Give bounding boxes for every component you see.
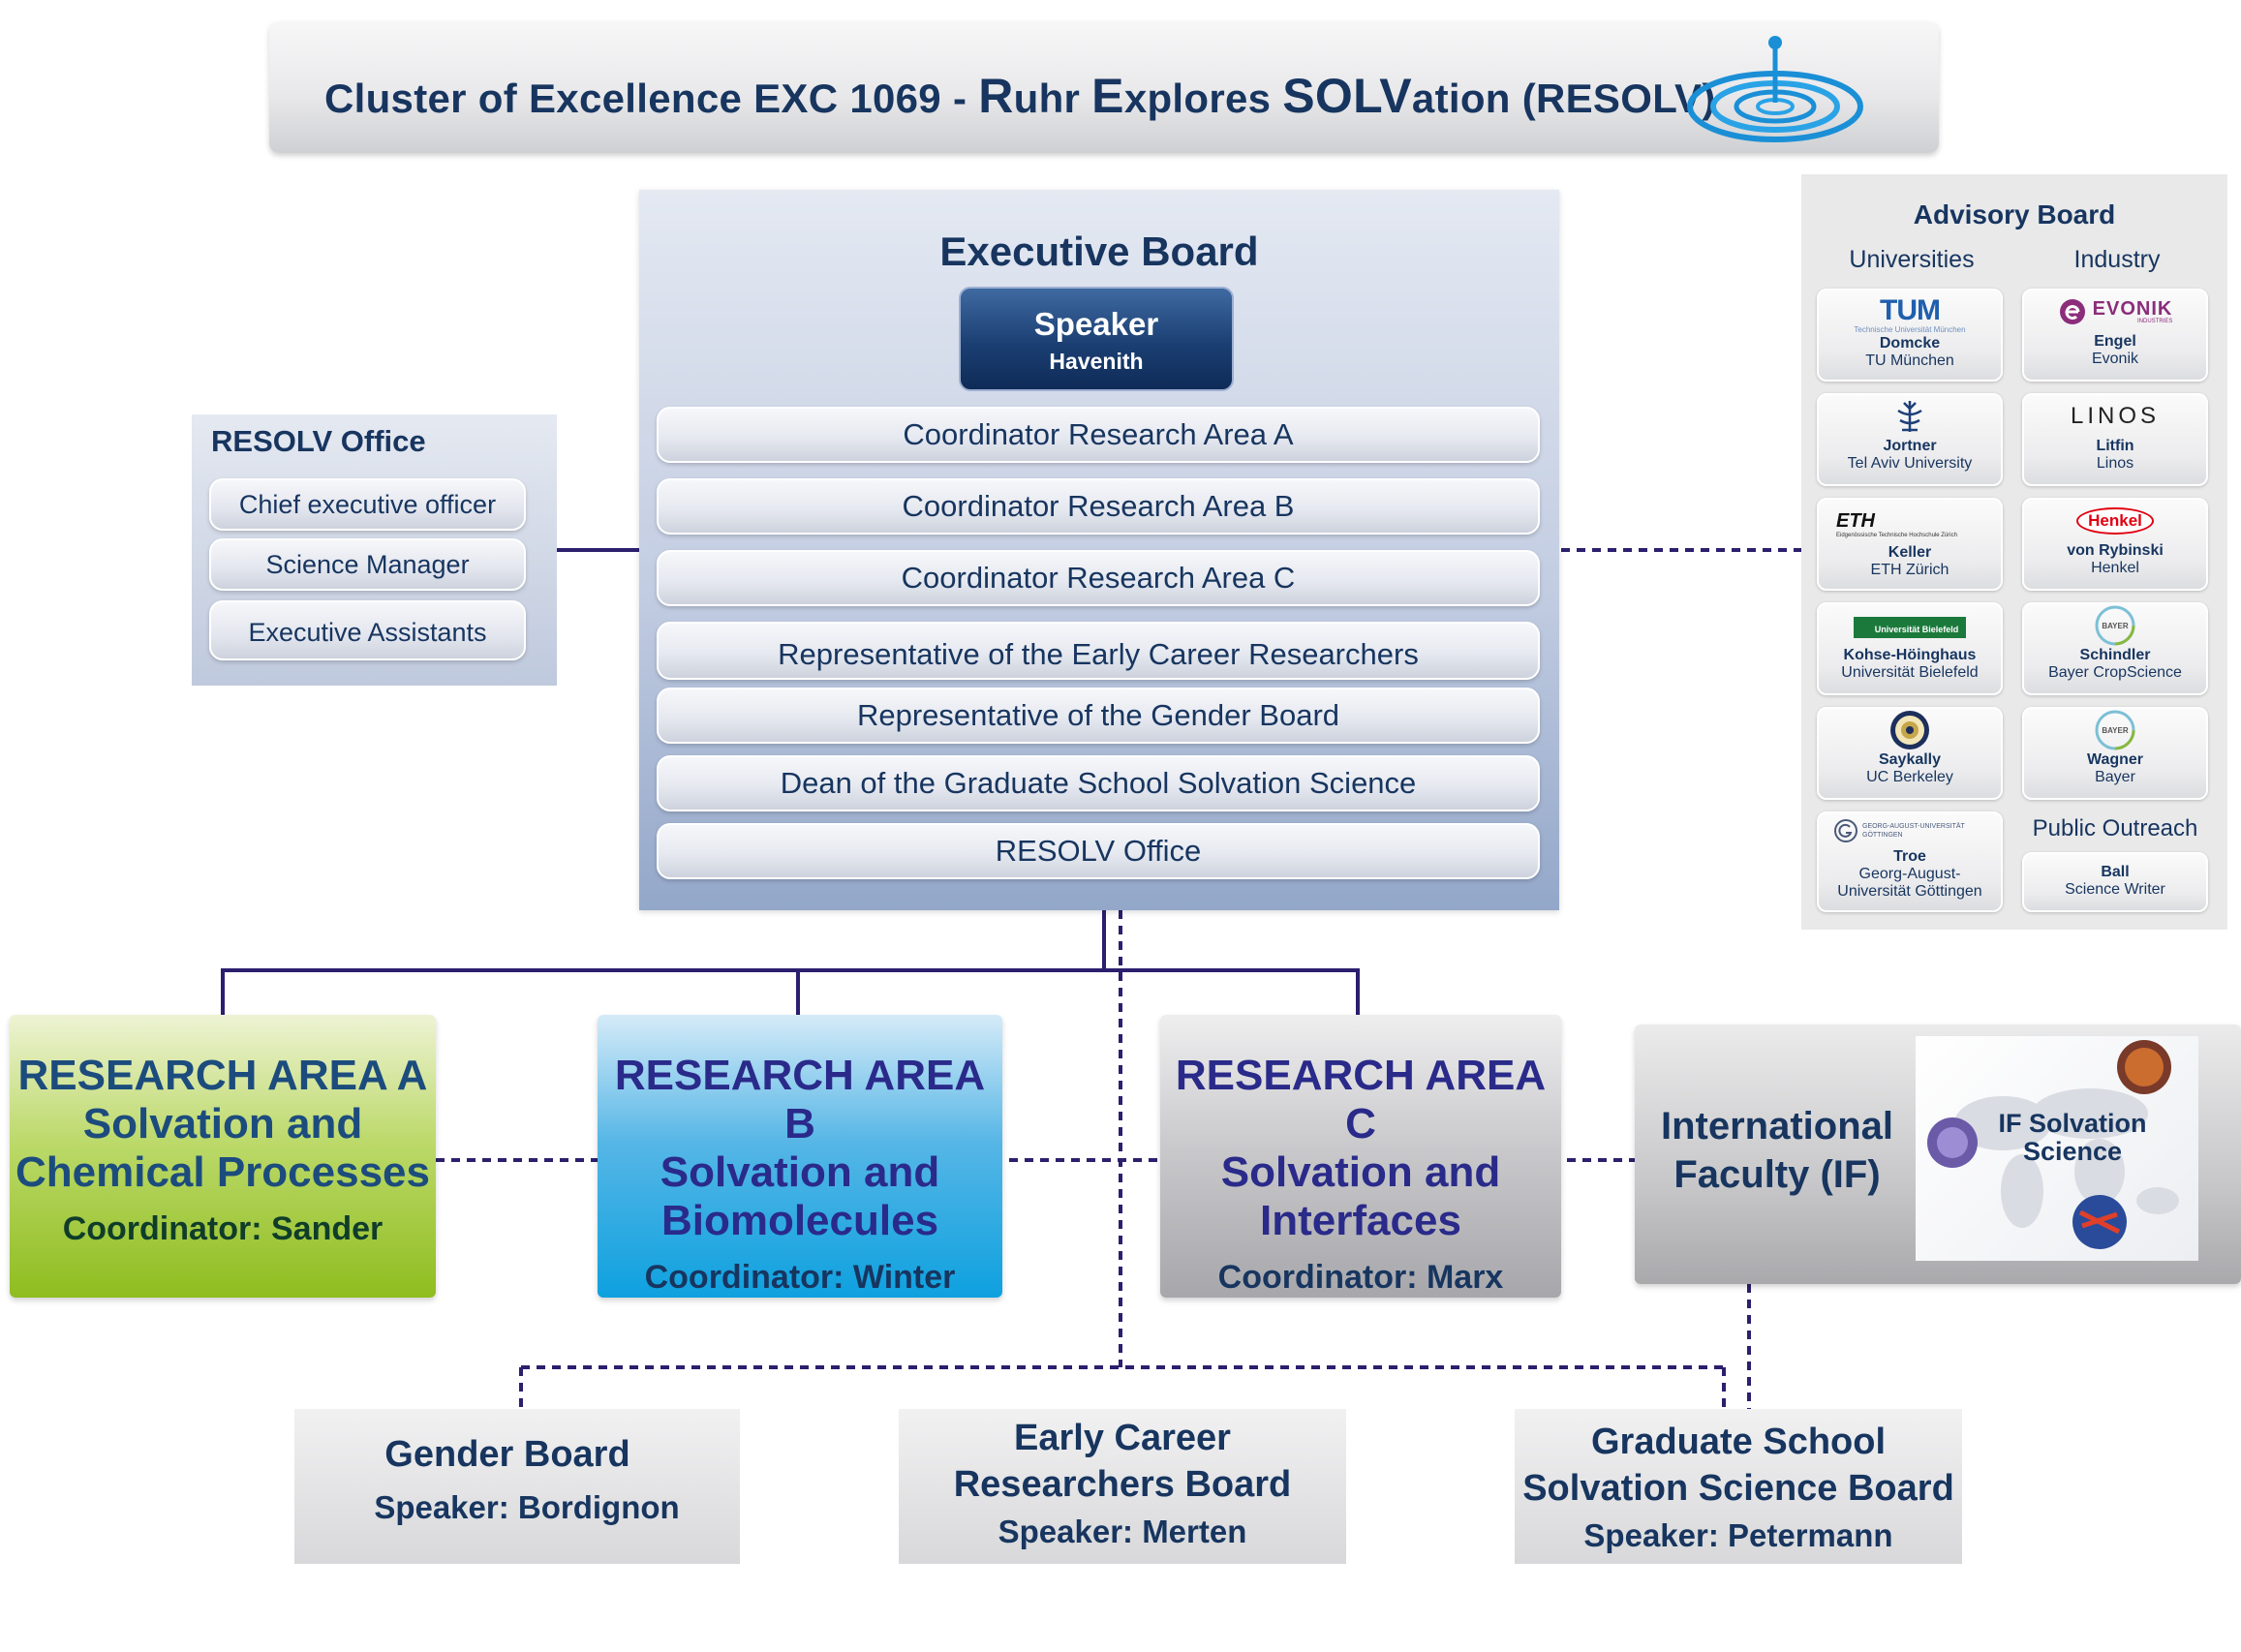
goettingen-logo: GEORG-AUGUST-UNIVERSITÄT GÖTTINGEN bbox=[1819, 813, 2001, 848]
research-area-c-title: RESEARCH AREA C bbox=[1175, 1052, 1547, 1147]
gender-board: Gender Board Speaker: Bordignon bbox=[294, 1409, 740, 1564]
gender-board-title: Gender Board bbox=[384, 1434, 630, 1475]
research-area-b-subtitle: Solvation and bbox=[660, 1148, 940, 1196]
ecr-board-speaker: Speaker: Merten bbox=[998, 1514, 1247, 1549]
research-area-a: RESEARCH AREA A Solvation and Chemical P… bbox=[10, 1015, 436, 1298]
bayer-cross-logo: BAYER bbox=[2024, 604, 2206, 647]
exec-member-coordinator-b: Coordinator Research Area B bbox=[657, 478, 1540, 535]
office-item-ceo: Chief executive officer bbox=[209, 478, 526, 531]
henkel-logo: Henkel bbox=[2024, 500, 2206, 542]
advisor-card-keller: ETH Eidgenössische Technische Hochschule… bbox=[1817, 498, 2003, 591]
research-area-c-coordinator: Coordinator: Marx bbox=[1217, 1259, 1504, 1296]
advisor-card-jortner: Jortner Tel Aviv University bbox=[1817, 393, 2003, 486]
exec-member-ecr-representative: Representative of the Early Career Resea… bbox=[657, 622, 1540, 680]
advisor-card-engel: EVONIK INDUSTRIES Engel Evonik bbox=[2022, 289, 2208, 382]
world-map-icon bbox=[1927, 1040, 2179, 1249]
research-area-c: RESEARCH AREA C Solvation and Interfaces… bbox=[1160, 1015, 1561, 1298]
ecr-board-title-line-1: Early Career bbox=[1014, 1418, 1231, 1458]
water-drop-ripple-icon bbox=[1687, 36, 1863, 142]
advisor-card-troe: GEORG-AUGUST-UNIVERSITÄT GÖTTINGEN Troe … bbox=[1817, 811, 2003, 912]
international-faculty-label: International Faculty (IF) bbox=[1660, 1105, 1894, 1196]
public-outreach-label: Public Outreach bbox=[2032, 815, 2198, 841]
evonik-logo: EVONIK INDUSTRIES bbox=[2024, 291, 2206, 333]
uc-berkeley-seal-icon bbox=[1819, 709, 2001, 751]
speaker-name: Havenith bbox=[1049, 349, 1144, 374]
universities-label: Universities bbox=[1849, 246, 1975, 273]
executive-board-title: Executive Board bbox=[939, 229, 1259, 274]
advisor-card-domcke: TUM Technische Universität München Domck… bbox=[1817, 289, 2003, 382]
exec-member-coordinator-a: Coordinator Research Area A bbox=[657, 407, 1540, 463]
advisory-board-title: Advisory Board bbox=[1913, 199, 2116, 229]
advisor-card-saykally: Saykally UC Berkeley bbox=[1817, 707, 2003, 800]
advisor-card-ball: Ball Science Writer bbox=[2022, 852, 2208, 912]
tum-logo: TUM Technische Universität München bbox=[1854, 294, 1966, 335]
research-area-a-subtitle: Solvation and bbox=[82, 1100, 363, 1147]
research-area-a-coordinator: Coordinator: Sander bbox=[62, 1210, 384, 1247]
gss-board-title-line-1: Graduate School bbox=[1590, 1422, 1887, 1462]
linos-logo: LINOS bbox=[2070, 403, 2161, 429]
bielefeld-logo: Universität Bielefeld bbox=[1853, 617, 1967, 638]
evonik-emblem-icon bbox=[2059, 299, 2085, 324]
office-item-science-manager: Science Manager bbox=[209, 538, 526, 591]
exec-member-coordinator-c: Coordinator Research Area C bbox=[657, 550, 1540, 606]
advisor-card-wagner: BAYER Wagner Bayer bbox=[2022, 707, 2208, 800]
page-title: Cluster of Excellence EXC 1069 - Ruhr Ex… bbox=[324, 69, 1716, 123]
header-banner bbox=[269, 21, 1939, 153]
advisor-card-von-rybinski: Henkel von Rybinski Henkel bbox=[2022, 498, 2208, 591]
research-area-b-coordinator: Coordinator: Winter bbox=[644, 1259, 956, 1296]
research-area-c-subtitle-2: Interfaces bbox=[1260, 1197, 1461, 1244]
exec-member-resolv-office: RESOLV Office bbox=[657, 823, 1540, 879]
advisor-card-litfin: LINOS Litfin Linos bbox=[2022, 393, 2208, 486]
ecr-board-title-line-2: Researchers Board bbox=[953, 1464, 1292, 1505]
exec-member-gender-representative: Representative of the Gender Board bbox=[657, 688, 1540, 744]
industry-label: Industry bbox=[2073, 246, 2161, 273]
research-area-b-title: RESEARCH AREA B bbox=[614, 1052, 986, 1147]
research-area-c-subtitle: Solvation and bbox=[1220, 1148, 1501, 1196]
gender-board-speaker: Speaker: Bordignon bbox=[374, 1489, 680, 1525]
bayer-cross-logo: BAYER bbox=[2024, 709, 2206, 751]
research-area-b-subtitle-2: Biomolecules bbox=[660, 1197, 939, 1244]
research-area-a-title: RESEARCH AREA A bbox=[17, 1052, 428, 1099]
gss-board-speaker: Speaker: Petermann bbox=[1583, 1517, 1893, 1553]
world-map-image bbox=[1916, 1036, 2198, 1261]
research-area-b: RESEARCH AREA B Solvation and Biomolecul… bbox=[598, 1015, 1002, 1298]
if-solvation-science-label: IF Solvation Science bbox=[1998, 1109, 2147, 1166]
goettingen-emblem-icon bbox=[1834, 819, 1857, 842]
early-career-researchers-board: Early Career Researchers Board Speaker: … bbox=[899, 1409, 1346, 1564]
speaker-label: Speaker bbox=[1033, 306, 1159, 342]
advisor-card-schindler: BAYER Schindler Bayer CropScience bbox=[2022, 602, 2208, 695]
research-area-a-subtitle-2: Chemical Processes bbox=[15, 1148, 431, 1196]
office-item-executive-assistants: Executive Assistants bbox=[209, 600, 526, 660]
exec-member-graduate-dean: Dean of the Graduate School Solvation Sc… bbox=[657, 755, 1540, 811]
tel-aviv-university-emblem-icon bbox=[1819, 395, 2001, 438]
advisor-card-kohse-hoinghaus: Universität Bielefeld Kohse-Höinghaus Un… bbox=[1817, 602, 2003, 695]
eth-logo: ETH Eidgenössische Technische Hochschule… bbox=[1836, 510, 1957, 538]
graduate-school-board: Graduate School Solvation Science Board … bbox=[1515, 1409, 1962, 1564]
speaker-box: Speaker Havenith bbox=[959, 287, 1234, 391]
gss-board-title-line-2: Solvation Science Board bbox=[1522, 1468, 1954, 1509]
resolv-office-title: RESOLV Office bbox=[211, 424, 426, 458]
